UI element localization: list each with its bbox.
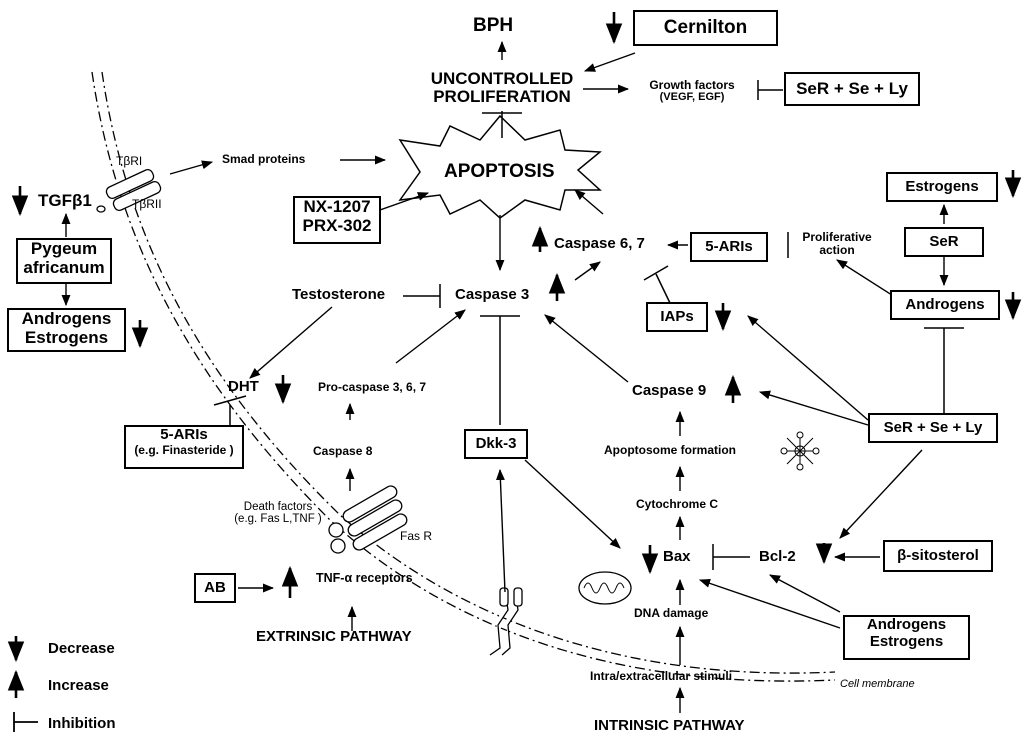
mitochondrion-icon xyxy=(578,571,632,605)
node-apoptosome-formation: Apoptosome formation xyxy=(604,443,736,457)
node-uncontrolled-proliferation: UNCONTROLLED PROLIFERATION xyxy=(418,70,586,106)
tgf-receptor-icon xyxy=(96,168,162,213)
androgens-bottom-line-2: Estrogens xyxy=(869,632,944,650)
node-pro-caspase: Pro-caspase 3, 6, 7 xyxy=(318,380,427,394)
proliferative-line-2: action xyxy=(819,242,855,257)
node-tgfb1: TGFβ1 xyxy=(38,191,92,210)
node-dkk3: Dkk-3 xyxy=(464,429,528,459)
5-aris-left-label: 5-ARIs xyxy=(160,426,208,443)
label-tbrii: TβRII xyxy=(132,197,162,211)
label-extrinsic-pathway: EXTRINSIC PATHWAY xyxy=(256,628,412,645)
uncontrolled-line-1: UNCONTROLLED xyxy=(430,69,574,88)
pygeum-line-2: africanum xyxy=(23,257,105,277)
uncontrolled-line-2: PROLIFERATION xyxy=(433,86,571,106)
indicator-arrows xyxy=(7,12,1022,698)
node-ser-se-ly-top: SeR + Se + Ly xyxy=(784,72,920,106)
node-dht: DHT xyxy=(228,378,259,395)
androgens-left-line-2: Estrogens xyxy=(24,327,109,347)
label-tbri: TβRI xyxy=(116,154,143,168)
node-cytochrome-c: Cytochrome C xyxy=(636,497,719,511)
node-ser: SeR xyxy=(904,227,984,257)
node-iaps: IAPs xyxy=(646,302,708,332)
node-cernilton: Cernilton xyxy=(633,10,778,46)
node-caspase-6-7: Caspase 6, 7 xyxy=(554,235,645,252)
death-factors-line-2: (e.g. Fas L,TNF ) xyxy=(234,513,322,526)
node-smad-proteins: Smad proteins xyxy=(222,152,306,166)
node-estrogens-right: Estrogens xyxy=(886,172,998,202)
activation-arrows xyxy=(61,40,949,713)
node-bcl-2: Bcl-2 xyxy=(759,548,796,565)
pygeum-line-1: Pygeum xyxy=(30,239,98,258)
node-proliferative-action: Proliferative action xyxy=(792,231,882,256)
nx-line-1: NX-1207 xyxy=(303,197,371,216)
node-androgens-estrogens-left: Androgens Estrogens xyxy=(7,308,126,352)
fas-receptor-icon xyxy=(328,485,408,554)
legend-decrease: Decrease xyxy=(48,640,115,657)
node-tnf-receptors: TNF-α receptors xyxy=(316,571,413,585)
legend-increase: Increase xyxy=(48,677,109,694)
node-testosterone: Testosterone xyxy=(292,286,386,303)
node-apoptosis: APOPTOSIS xyxy=(444,161,555,182)
cell-membrane-line xyxy=(91,71,836,682)
5-aris-left-sub: (e.g. Finasteride ) xyxy=(134,442,234,457)
node-caspase-8: Caspase 8 xyxy=(313,444,373,458)
node-growth-factors: Growth factors (VEGF, EGF) xyxy=(636,79,748,103)
node-ser-se-ly-right: SeR + Se + Ly xyxy=(868,413,998,443)
androgens-bottom-line-1: Androgens xyxy=(866,616,947,633)
node-5-aris-left: 5-ARIs (e.g. Finasteride ) xyxy=(124,425,244,469)
dkk3-receptor-icon xyxy=(489,587,523,656)
node-dna-damage: DNA damage xyxy=(634,606,709,620)
node-caspase-3: Caspase 3 xyxy=(455,286,530,303)
legend-inhibition-symbol xyxy=(13,712,38,732)
inhibition-lines xyxy=(213,80,964,570)
node-caspase-9: Caspase 9 xyxy=(632,382,707,399)
node-bph: BPH xyxy=(473,15,514,36)
apoptosome-icon xyxy=(780,431,820,471)
proliferative-line-1: Proliferative xyxy=(802,230,872,244)
node-death-factors: Death factors (e.g. Fas L,TNF ) xyxy=(220,501,336,525)
node-intra-extracellular-stimuli: Intra/extracellular stimuli xyxy=(590,669,733,683)
node-androgens-estrogens-bottom: Androgens Estrogens xyxy=(843,615,970,660)
node-androgens-right: Androgens xyxy=(890,290,1000,320)
death-factors-line-1: Death factors xyxy=(243,501,313,513)
label-intrinsic-pathway: INTRINSIC PATHWAY xyxy=(594,717,745,734)
node-5-aris-right: 5-ARIs xyxy=(690,232,768,262)
apoptosis-starburst xyxy=(398,114,602,219)
growth-factors-label: Growth factors xyxy=(649,78,735,92)
node-pygeum-africanum: Pygeum africanum xyxy=(16,238,112,284)
node-nx1207-prx302: NX-1207 PRX-302 xyxy=(293,196,381,244)
node-beta-sitosterol: β-sitosterol xyxy=(883,540,993,572)
nx-line-2: PRX-302 xyxy=(302,215,372,235)
androgens-left-line-1: Androgens xyxy=(21,309,112,328)
label-cell-membrane: Cell membrane xyxy=(840,678,915,690)
node-bax: Bax xyxy=(663,548,691,565)
legend-inhibition: Inhibition xyxy=(48,715,116,732)
growth-factors-sub: (VEGF, EGF) xyxy=(659,90,725,103)
label-fas-r: Fas R xyxy=(400,529,433,543)
node-ab: AB xyxy=(194,573,236,603)
